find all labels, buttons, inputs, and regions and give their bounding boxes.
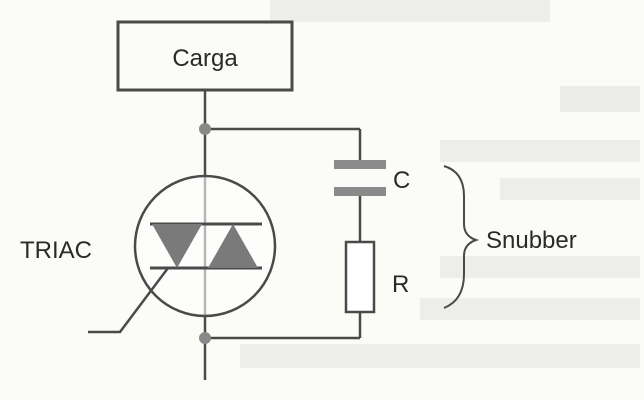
triac-gate-lead bbox=[88, 267, 169, 334]
junction-bottom bbox=[199, 332, 211, 344]
bleed-block-4 bbox=[500, 178, 640, 200]
triac-label: TRIAC bbox=[20, 237, 92, 264]
bleed-block-6 bbox=[420, 298, 640, 320]
junction-top bbox=[199, 123, 211, 135]
triac-triangle-right bbox=[208, 224, 258, 268]
bleed-block-5 bbox=[440, 256, 640, 278]
snubber-label: Snubber bbox=[486, 227, 577, 254]
bleed-block-7 bbox=[240, 344, 640, 368]
resistor-label: R bbox=[392, 271, 409, 298]
bleed-block-2 bbox=[560, 86, 640, 112]
bleed-through-background bbox=[240, 0, 640, 368]
load-label: Carga bbox=[172, 45, 238, 72]
triac-triangle-left bbox=[152, 224, 202, 268]
capacitor-label: C bbox=[393, 167, 410, 194]
capacitor-plate-top bbox=[334, 160, 386, 169]
capacitor-plate-bottom bbox=[334, 187, 386, 196]
snubber-brace bbox=[443, 165, 480, 309]
triac-body bbox=[133, 174, 277, 318]
bleed-block-3 bbox=[440, 140, 640, 162]
bleed-block-1 bbox=[270, 0, 550, 22]
resistor bbox=[344, 240, 376, 314]
